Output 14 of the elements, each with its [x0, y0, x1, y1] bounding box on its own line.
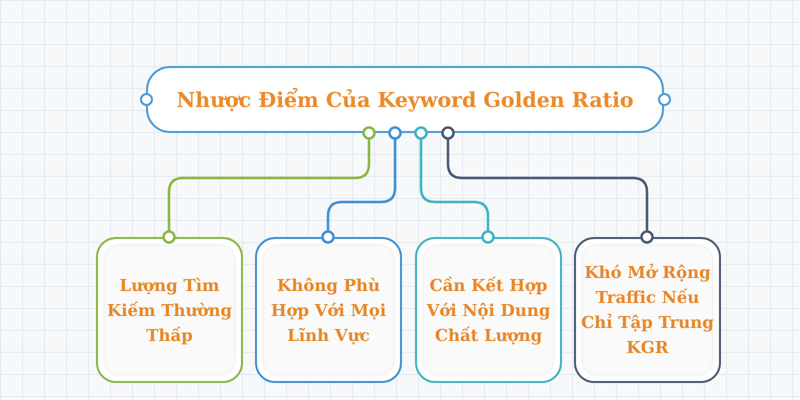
title-text: Nhược Điểm Của Keyword Golden Ratio [176, 88, 634, 112]
connector [321, 126, 402, 244]
card [96, 237, 243, 383]
card-text: Cần Kết Hợp Với Nội Dung Chất Lượng [426, 274, 552, 347]
card [415, 237, 562, 383]
connector [414, 126, 495, 244]
title-box [146, 66, 664, 133]
card-text: Lượng Tìm Kiếm Thường Thấp [106, 274, 234, 346]
connector [162, 126, 376, 244]
card-text: Không Phù Hợp Với Mọi Lĩnh Vực [270, 274, 388, 346]
connector [441, 126, 654, 244]
card [574, 237, 721, 383]
card-text: Khó Mở Rộng Traffic Nếu Chỉ Tập Trung KGR [580, 262, 715, 359]
card [255, 237, 402, 383]
